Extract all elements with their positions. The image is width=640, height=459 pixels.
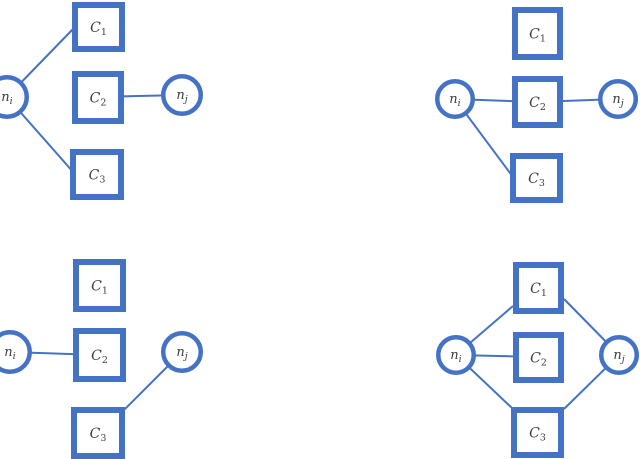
variable-label: ni	[449, 92, 460, 109]
factor-label: C2	[529, 95, 546, 113]
factor-node-C2	[513, 332, 564, 383]
variable-label: nj	[176, 345, 187, 362]
variable-label: nj	[613, 348, 624, 365]
factor-node-C3	[510, 153, 563, 203]
factor-node-C1	[512, 7, 563, 60]
factor-label: C1	[529, 27, 546, 45]
variable-node-n-j	[161, 331, 203, 373]
variable-label: ni	[1, 90, 12, 107]
factor-label: C2	[91, 348, 108, 366]
factor-node-C1	[72, 2, 125, 52]
factor-label: C1	[91, 279, 108, 297]
variable-node-n-i	[0, 75, 29, 119]
variable-label: ni	[450, 348, 461, 365]
factor-node-C2	[73, 328, 126, 382]
variable-label: nj	[176, 88, 187, 105]
variable-label: nj	[612, 92, 623, 109]
variable-node-n-i	[436, 335, 476, 375]
factor-label: C2	[90, 91, 107, 109]
factor-node-C1	[513, 262, 564, 314]
factor-label: C1	[530, 281, 547, 299]
factor-node-C2	[72, 71, 124, 124]
factor-label: C3	[89, 168, 106, 186]
variable-node-n-j	[598, 79, 638, 119]
factor-node-C3	[71, 407, 125, 459]
factor-label: C3	[90, 426, 107, 444]
factor-node-C2	[512, 76, 563, 128]
factor-label: C2	[530, 351, 547, 369]
variable-node-n-i	[435, 79, 475, 119]
variable-node-n-i	[0, 330, 32, 374]
variable-node-n-j	[161, 74, 203, 116]
factor-node-C3	[70, 149, 124, 200]
variable-node-n-j	[599, 335, 639, 375]
factor-label: C3	[528, 171, 545, 189]
factor-label: C3	[529, 426, 546, 444]
factor-node-C1	[73, 259, 126, 312]
variable-label: ni	[4, 345, 15, 362]
factor-label: C1	[90, 20, 107, 38]
factor-node-C3	[511, 407, 564, 458]
